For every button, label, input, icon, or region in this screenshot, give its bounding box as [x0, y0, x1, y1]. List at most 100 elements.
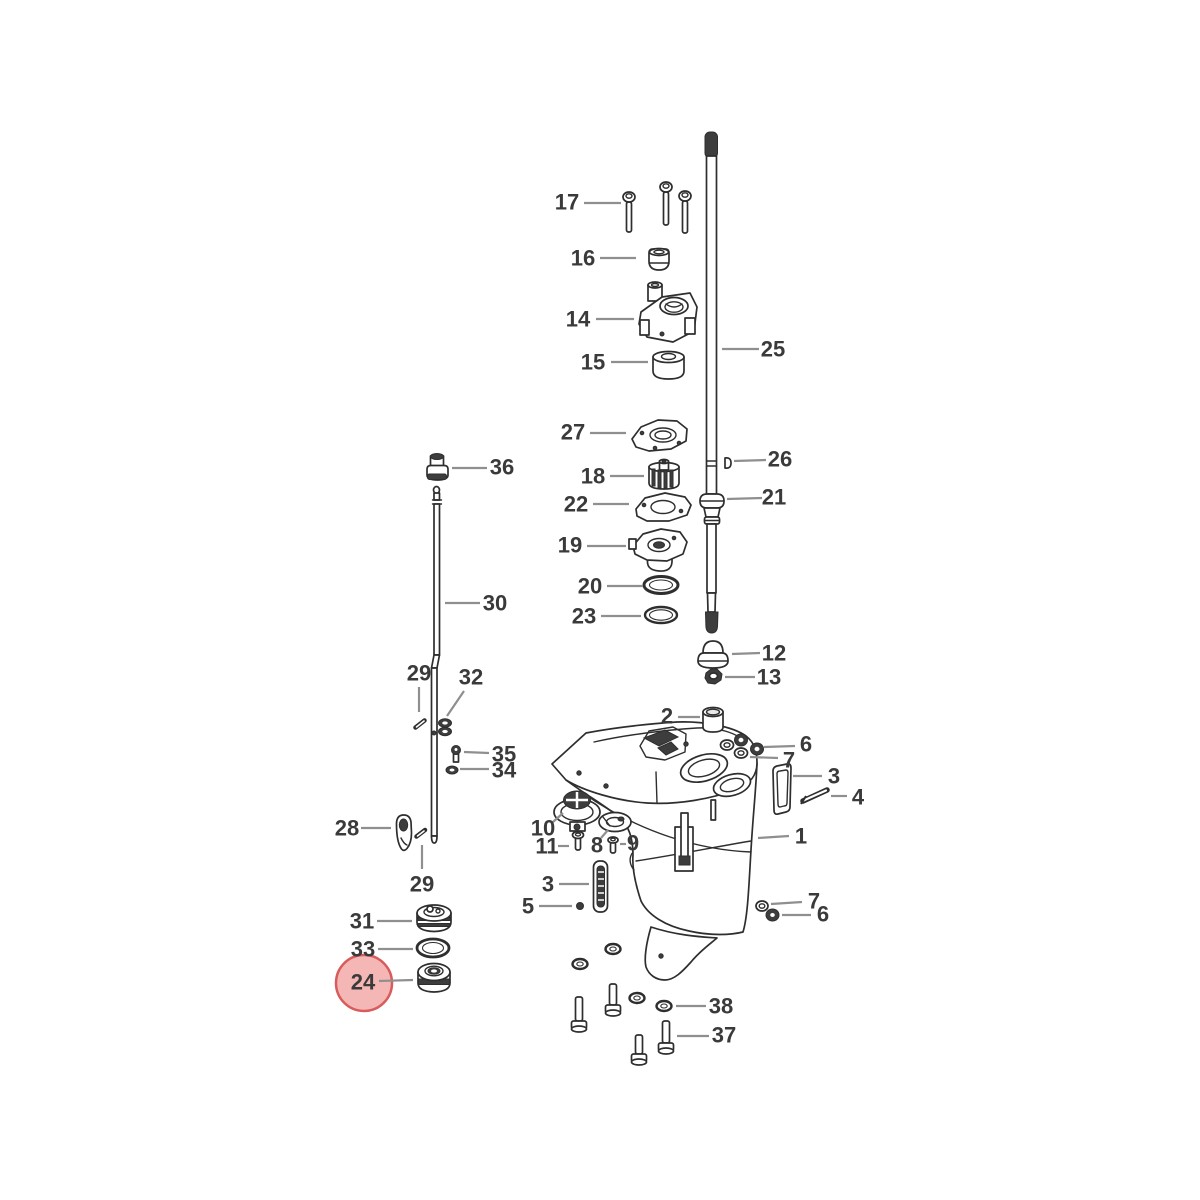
water-pump-housing-part-14	[638, 281, 698, 343]
part-label-30: 30	[483, 591, 507, 616]
leader-lines	[361, 201, 847, 1038]
part-label-29: 29	[407, 661, 431, 686]
highlight-layer	[334, 953, 394, 1013]
part-label-33: 33	[351, 937, 375, 962]
part-label-8: 8	[591, 833, 603, 858]
part-label-38: 38	[709, 994, 733, 1019]
gasket-part-22	[635, 492, 692, 522]
part-label-28: 28	[335, 816, 359, 841]
screw-part-11	[571, 830, 585, 851]
nut-parts-6-upper	[734, 733, 764, 756]
bushing-part-12	[697, 640, 729, 669]
washer-part-7-lower	[755, 900, 769, 912]
spacer-part-15	[652, 350, 685, 380]
pin-part-4	[800, 787, 830, 805]
screw-parts-17	[622, 181, 692, 234]
part-label-7: 7	[783, 748, 795, 773]
screw-part-35	[451, 745, 461, 763]
leader-line-part-8	[600, 829, 609, 839]
pin-part-29-upper	[413, 718, 427, 730]
part-label-37: 37	[712, 1023, 736, 1048]
gearcase-skeg	[644, 926, 718, 981]
bolt-parts-bottom	[570, 983, 648, 1066]
retainer-pin-part-26	[724, 457, 732, 469]
leader-line-part-35	[463, 750, 490, 755]
part-label-22: 22	[564, 492, 588, 517]
cover-plate-part-8	[598, 811, 632, 833]
leader-line-part-1	[757, 834, 790, 840]
anode-part-3-left	[592, 860, 609, 913]
part-number-labels: 1716141525272618212219202312132673413630…	[335, 190, 865, 1048]
part-label-26: 26	[768, 447, 792, 472]
leader-line-part-24	[378, 978, 414, 983]
part-label-11: 11	[535, 834, 558, 859]
part-label-13: 13	[757, 665, 781, 690]
part-label-19: 19	[558, 533, 582, 558]
washer-parts-bottom	[571, 942, 646, 1005]
leader-line-part-26	[733, 458, 767, 463]
part-label-25: 25	[761, 337, 785, 362]
part-label-20: 20	[578, 574, 602, 599]
leader-line-part-10	[552, 812, 564, 823]
part-label-3: 3	[542, 872, 554, 897]
part-label-2: 2	[661, 704, 673, 729]
part-label-7: 7	[808, 889, 820, 914]
leader-line-part-12	[731, 651, 761, 656]
washer-parts-7-upper	[719, 739, 749, 759]
part-label-6: 6	[817, 902, 829, 927]
nut-part-13	[704, 668, 723, 685]
gearcase-housing-part-1	[551, 721, 758, 981]
shift-cam-part-28	[395, 814, 413, 852]
seal-carrier-part-24	[417, 962, 451, 993]
bushing-part-36	[426, 453, 449, 481]
shift-shaft-part-30	[430, 485, 443, 844]
part-label-18: 18	[581, 464, 605, 489]
part-label-4: 4	[852, 785, 865, 810]
part-label-21: 21	[762, 485, 786, 510]
o-ring-part-33	[415, 937, 451, 959]
part-label-17: 17	[555, 190, 579, 215]
part-label-35: 35	[492, 742, 516, 767]
part-label-3: 3	[828, 764, 840, 789]
washer-part-34	[445, 765, 459, 775]
screw-part-9	[607, 836, 619, 854]
washer-part-38	[655, 999, 673, 1013]
leader-line-part-32	[446, 690, 465, 717]
part-label-16: 16	[571, 246, 595, 271]
leader-line-part-7	[749, 755, 779, 760]
part-label-12: 12	[762, 641, 786, 666]
part-label-23: 23	[572, 604, 596, 629]
part-label-10: 10	[531, 816, 555, 841]
part-label-34: 34	[492, 758, 517, 783]
leader-line-part-7	[770, 900, 803, 906]
anode-part-3-right	[772, 762, 792, 816]
part-label-15: 15	[581, 350, 605, 375]
part-label-5: 5	[522, 894, 534, 919]
nut-part-6-lower	[765, 908, 780, 922]
driveshaft-part-25	[699, 131, 725, 634]
o-ring-part-23	[643, 605, 679, 625]
anti-ventilation-plate	[551, 721, 758, 805]
part-label-36: 36	[490, 455, 514, 480]
part-label-27: 27	[561, 420, 585, 445]
bolt-part-37	[657, 1020, 675, 1055]
pump-base-part-19	[628, 528, 688, 572]
impeller-part-18	[648, 458, 680, 490]
leader-line-part-6	[763, 744, 796, 749]
sleeve-part-2	[702, 706, 724, 733]
part-label-24: 24	[351, 970, 376, 995]
part-label-6: 6	[800, 732, 812, 757]
screw-part-5	[576, 902, 584, 910]
part-label-14: 14	[566, 307, 591, 332]
part-label-29: 29	[410, 872, 434, 897]
o-ring-part-20	[642, 575, 680, 595]
pin-part-29-lower	[414, 827, 428, 839]
cap-part-16	[648, 247, 670, 271]
part-label-9: 9	[627, 831, 639, 856]
gasket-plate-part-27	[631, 419, 688, 452]
part-label-1: 1	[795, 824, 807, 849]
highlight-circle-part-24	[334, 953, 394, 1013]
